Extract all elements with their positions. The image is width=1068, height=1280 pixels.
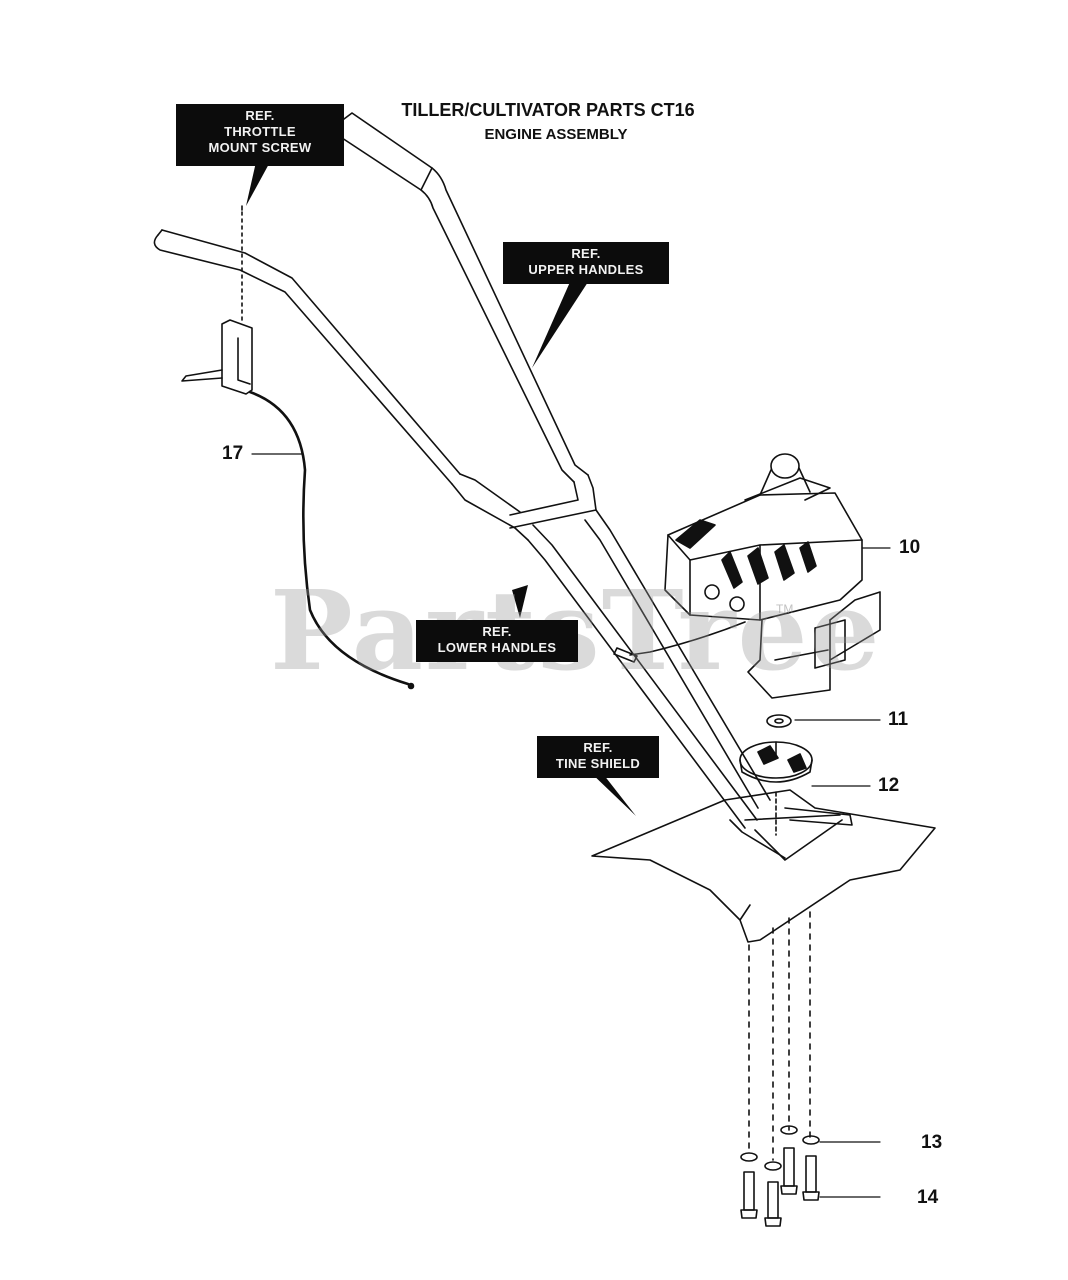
callout-tine-shield: REF. TINE SHIELD <box>537 736 659 778</box>
left-handle <box>153 229 786 859</box>
callout-line: LOWER HANDLES <box>437 640 557 655</box>
upper-handle <box>335 112 597 529</box>
wire-connector <box>613 647 638 663</box>
bolt-guides <box>748 911 811 1161</box>
page-title: TILLER/CULTIVATOR PARTS CT16 <box>401 100 695 120</box>
coupling-part-12 <box>739 741 813 836</box>
throttle-bracket <box>181 205 253 395</box>
callout-throttle-mount-screw: REF. THROTTLE MOUNT SCREW <box>176 104 344 166</box>
callout-ref: REF. <box>482 624 512 639</box>
leader-lines <box>251 453 891 1198</box>
part-number-12: 12 <box>878 775 900 796</box>
callout-line: THROTTLE <box>224 124 296 139</box>
cable-end <box>407 682 415 690</box>
washers-part-13 <box>740 1125 820 1171</box>
callout-line: TINE SHIELD <box>555 756 641 771</box>
callout-ref: REF. <box>571 246 601 261</box>
part-number-10: 10 <box>899 537 921 558</box>
throttle-cable <box>248 390 410 686</box>
watermark-trademark: TM <box>776 602 794 616</box>
part-number-11: 11 <box>888 709 909 730</box>
callout-ref: REF. <box>245 108 275 123</box>
callout-pointers <box>246 162 636 816</box>
part-number-14: 14 <box>917 1187 939 1208</box>
callout-ref: REF. <box>583 740 613 755</box>
engine <box>664 453 881 699</box>
callout-lower-handles: REF. LOWER HANDLES <box>416 620 578 662</box>
callout-line: UPPER HANDLES <box>528 262 644 277</box>
part-number-17: 17 <box>222 443 244 464</box>
page-subtitle: ENGINE ASSEMBLY <box>484 126 628 143</box>
engine-wire <box>629 621 746 656</box>
tine-shield <box>591 789 936 943</box>
bolts-part-14 <box>740 1147 820 1227</box>
part-number-13: 13 <box>921 1132 943 1153</box>
callout-line: MOUNT SCREW <box>208 140 312 155</box>
callout-upper-handles: REF. UPPER HANDLES <box>503 242 669 284</box>
washer-part-11 <box>766 714 792 728</box>
